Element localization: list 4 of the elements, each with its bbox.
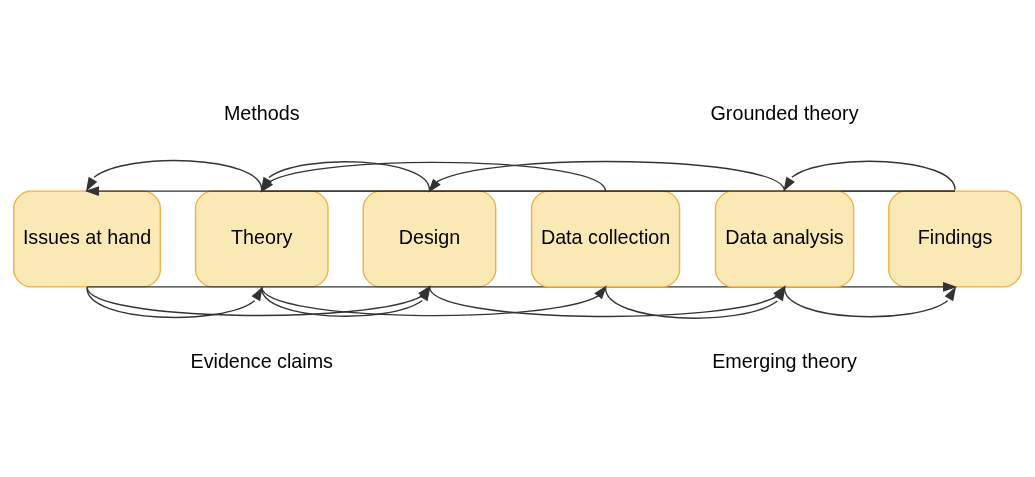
label: Evidence claims <box>190 349 333 372</box>
label: Emerging theory <box>712 349 857 372</box>
label: Methods <box>223 101 300 124</box>
label: Grounded theory <box>710 101 859 124</box>
